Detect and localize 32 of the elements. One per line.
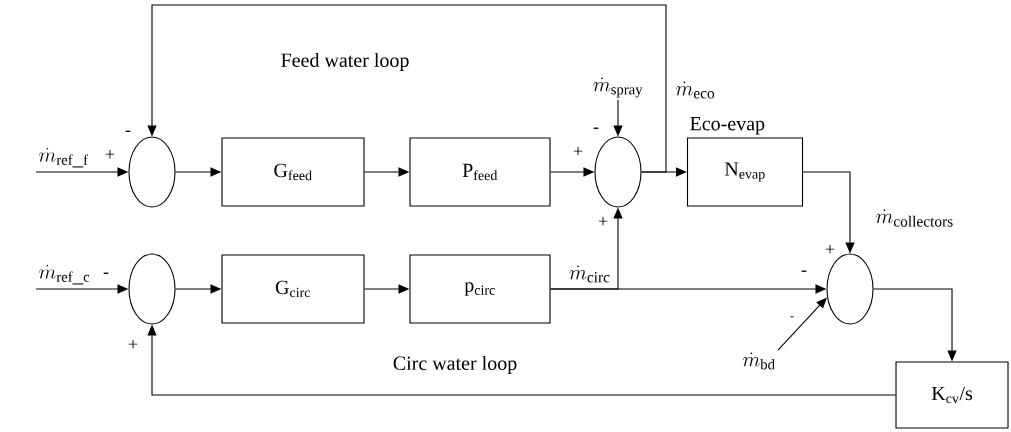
block-box: G$_{feed}$ xyxy=(221,137,365,207)
signal-label: $\dot{m}_{\mathrm{spray}}$ xyxy=(593,77,643,98)
block-box: N$_{evap}$ xyxy=(686,137,804,207)
loop-title: Circ water loop xyxy=(393,355,517,375)
sign-label: + xyxy=(105,149,115,159)
block-box: G$_{circ}$ xyxy=(221,254,365,324)
edge-label: $\dot{m}_{\mathrm{circ}}$ xyxy=(568,264,612,284)
loop-title: Feed water loop xyxy=(281,52,409,72)
edge-label: $\dot{m}_{\mathrm{eco}}$ xyxy=(674,80,717,100)
signal-label: $\dot{m}_{\mathrm{ref\_f}}$ xyxy=(39,147,89,168)
summing-junction xyxy=(128,253,176,325)
arrow xyxy=(147,4,667,173)
sign-label: - xyxy=(790,316,794,318)
signal-label: $\dot{m}_{\mathrm{bd}}$ xyxy=(743,352,775,370)
block-box: K$_{cv}$/s xyxy=(895,361,1009,429)
arrow xyxy=(641,167,687,177)
edge-label: $\dot{m}_{\mathrm{collectors}}$ xyxy=(874,208,955,228)
sign-label: - xyxy=(801,270,807,272)
sign-label: - xyxy=(103,272,109,274)
summing-junction xyxy=(128,136,176,208)
block-box: P$_{feed}$ xyxy=(409,137,551,207)
sign-label: + xyxy=(128,339,138,349)
sign-label: + xyxy=(825,244,835,254)
sign-label: - xyxy=(593,127,599,129)
sign-label: - xyxy=(125,130,131,132)
block-box: p$_{circ}$ xyxy=(409,254,551,324)
signal-label: $\dot{m}_{\mathrm{ref\_c}}$ xyxy=(39,264,90,285)
block-heading: Eco-evap xyxy=(690,117,765,135)
summing-junction xyxy=(826,253,874,325)
sign-label: + xyxy=(573,146,583,156)
summing-junction xyxy=(594,136,642,208)
sign-label: + xyxy=(598,216,608,226)
